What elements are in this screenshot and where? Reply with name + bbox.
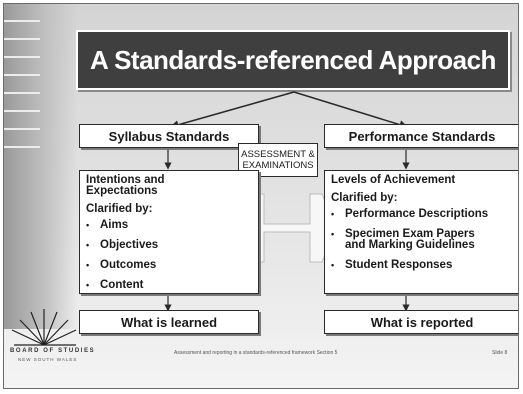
list-item: Performance Descriptions [331, 208, 513, 220]
slide: A Standards-referenced Approach [3, 3, 519, 389]
list-item: Aims [86, 219, 252, 231]
connector-arrows [11, 91, 410, 346]
list-item: Objectives [86, 239, 252, 251]
footer-caption: Assessment and reporting in a standards-… [174, 350, 338, 356]
list-item: Content [86, 279, 252, 291]
decorative-band [4, 4, 78, 329]
what-is-learned-label: What is learned [120, 314, 218, 330]
left-heading-line-1: Intentions and [86, 174, 165, 186]
performance-standards-label: Performance Standards [348, 128, 496, 144]
logo-icon [11, 309, 77, 346]
slide-number: Slide 8 [492, 350, 508, 356]
right-clarified-label: Clarified by: [331, 192, 398, 204]
what-is-reported-box: What is reported [324, 310, 518, 334]
right-heading-line-1: Levels of Achievement [331, 174, 456, 186]
logo-subtext: NEW SOUTH WALES [18, 357, 78, 362]
list-item: Outcomes [86, 259, 252, 271]
left-clarified-label: Clarified by: [86, 203, 153, 215]
list-item: Student Responses [331, 259, 513, 271]
slide-title: A Standards-referenced Approach [90, 44, 496, 75]
left-item-list: Aims Objectives Outcomes Content [86, 219, 252, 291]
assessment-line-1: ASSESSMENT & [241, 149, 315, 160]
performance-standards-box: Performance Standards [324, 124, 518, 148]
assessment-line-2: EXAMINATIONS [242, 160, 314, 171]
what-is-reported-label: What is reported [370, 314, 474, 330]
right-item-list: Performance Descriptions Specimen Exam P… [331, 208, 513, 271]
title-banner: A Standards-referenced Approach [76, 30, 510, 90]
list-item: Specimen Exam Papers and Marking Guideli… [331, 228, 513, 251]
left-heading-line-2: Expectations [86, 185, 158, 197]
syllabus-standards-box: Syllabus Standards [79, 124, 259, 148]
what-is-learned-box: What is learned [79, 310, 259, 334]
logo-text: BOARD OF STUDIES [10, 348, 96, 354]
performance-detail-box: Levels of Achievement Clarified by: Perf… [324, 170, 518, 294]
syllabus-standards-label: Syllabus Standards [108, 128, 230, 144]
syllabus-detail-box: Intentions and Expectations Clarified by… [79, 170, 259, 294]
